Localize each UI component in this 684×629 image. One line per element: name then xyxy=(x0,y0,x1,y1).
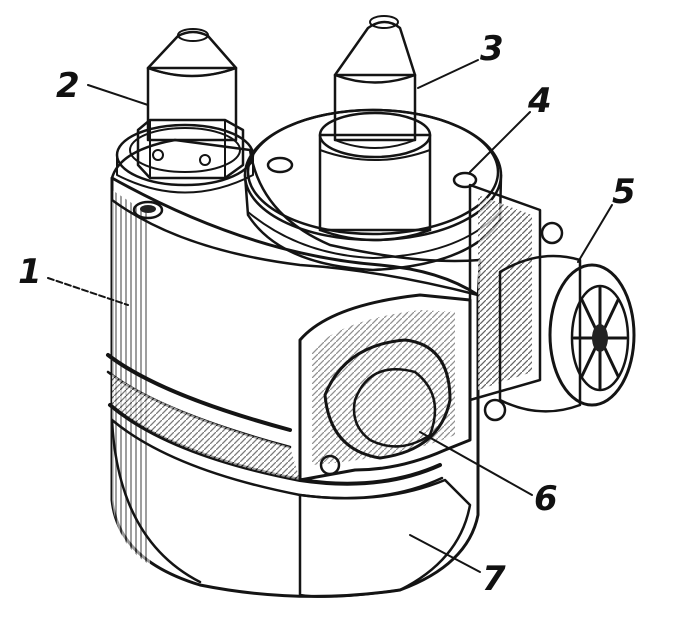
bottom-housing xyxy=(110,418,472,598)
connector xyxy=(468,183,636,422)
valve-window xyxy=(298,293,472,482)
label-left-nozzle: 2 xyxy=(56,66,80,106)
callout-labels: 1 2 3 4 5 6 7 xyxy=(18,29,636,599)
left-nozzle xyxy=(136,28,245,180)
center-nozzle xyxy=(318,15,432,242)
label-connector: 5 xyxy=(612,172,636,212)
label-center-nozzle: 3 xyxy=(480,29,504,69)
body-top xyxy=(110,138,482,297)
label-hole: 4 xyxy=(527,81,552,121)
label-valve: 6 xyxy=(534,479,558,519)
leader-lines xyxy=(47,59,613,573)
label-body: 1 xyxy=(18,252,42,292)
label-bottom-housing: 7 xyxy=(482,559,506,599)
